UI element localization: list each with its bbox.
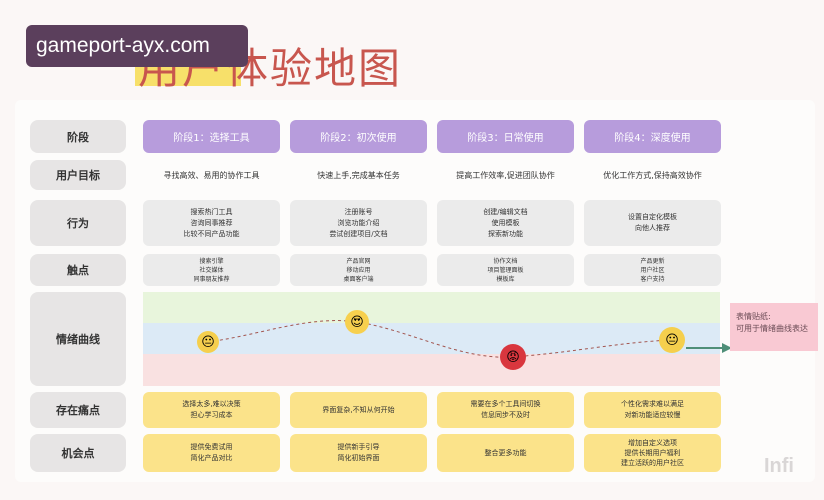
touchpoint-item: 社交媒体 xyxy=(199,266,224,274)
opportunity-item: 提供新手引导 xyxy=(337,443,380,451)
heart-eyes-face-icon: 😍 xyxy=(345,310,369,334)
action-cell: 设置自定化模板 向他人推荐 xyxy=(584,200,721,246)
action-item: 使用模板 xyxy=(491,218,520,227)
row-label-touchpoint: 触点 xyxy=(30,254,126,286)
touchpoint-item: 同事朋友推荐 xyxy=(193,275,230,283)
opportunity-item: 简化产品对比 xyxy=(190,454,233,462)
pain-item: 担心学习成本 xyxy=(190,411,233,419)
action-item: 设置自定化模板 xyxy=(628,213,677,221)
opportunity-item: 提供长期用户福利 xyxy=(624,449,681,457)
stage-header: 阶段2：初次使用 xyxy=(290,120,427,153)
arrow-head xyxy=(722,343,732,353)
sticky-note: 表情贴纸: 可用于情绪曲线表达 xyxy=(730,303,818,351)
pain-cell: 界面复杂,不知从何开始 xyxy=(290,392,427,428)
row-label-emotion: 情绪曲线 xyxy=(30,292,126,386)
touchpoint-item: 协作文档 xyxy=(493,257,518,265)
touchpoint-cell: 产品官网 移动应用 桌面客户端 xyxy=(290,254,427,286)
pain-item: 选择太多,难以决策 xyxy=(182,400,241,408)
touchpoint-item: 项目管理面板 xyxy=(487,266,524,274)
touchpoint-cell: 搜索引擎 社交媒体 同事朋友推荐 xyxy=(143,254,280,286)
opportunity-item: 整合更多功能 xyxy=(484,448,527,457)
action-item: 注册账号 xyxy=(344,207,373,216)
pain-item: 界面复杂,不知从何开始 xyxy=(322,405,395,414)
row-label-action: 行为 xyxy=(30,200,126,246)
goal-text: 寻找高效、易用的协作工具 xyxy=(163,170,260,180)
opportunity-item: 建立活跃的用户社区 xyxy=(621,459,684,467)
emotion-band-neutral xyxy=(143,323,720,354)
action-item: 尝试创建项目/文档 xyxy=(329,229,388,238)
emotion-curve-line xyxy=(207,320,673,358)
touchpoint-item: 产品官网 xyxy=(346,257,371,265)
neutral-face-icon: 😐 xyxy=(197,331,219,353)
action-item: 创建/编辑文档 xyxy=(483,207,528,216)
action-item: 搜索热门工具 xyxy=(190,207,233,216)
watermark: gameport-ayx.com xyxy=(26,25,248,67)
goal-text: 提高工作效率,促进团队协作 xyxy=(456,170,555,180)
pain-cell: 需要在多个工具间切换 信息同步不及时 xyxy=(437,392,574,428)
stage-header: 阶段4：深度使用 xyxy=(584,120,721,153)
touchpoint-item: 移动应用 xyxy=(346,266,371,274)
touchpoint-item: 客户支持 xyxy=(640,275,665,283)
stage-header: 阶段1：选择工具 xyxy=(143,120,280,153)
touchpoint-item: 搜索引擎 xyxy=(199,257,224,265)
opportunity-cell: 提供新手引导 简化初始界面 xyxy=(290,434,427,472)
sticky-note-body: 可用于情绪曲线表达 xyxy=(736,324,808,333)
opportunity-item: 简化初始界面 xyxy=(337,454,380,462)
opportunity-cell: 增加自定义选项 提供长期用户福利 建立活跃的用户社区 xyxy=(584,434,721,472)
pain-item: 对新功能适应较慢 xyxy=(624,411,681,419)
stage-header: 阶段3：日常使用 xyxy=(437,120,574,153)
pain-item: 需要在多个工具间切换 xyxy=(470,400,541,408)
opportunity-item: 增加自定义选项 xyxy=(628,439,677,447)
pain-cell: 选择太多,难以决策 担心学习成本 xyxy=(143,392,280,428)
pain-item: 信息同步不及时 xyxy=(481,411,530,419)
goal-text: 快速上手,完成基本任务 xyxy=(317,170,400,180)
emotion-band-positive xyxy=(143,292,720,323)
action-item: 咨询同事推荐 xyxy=(190,218,233,227)
touchpoint-item: 用户社区 xyxy=(640,266,665,274)
touchpoint-item: 桌面客户端 xyxy=(343,275,374,283)
sticky-note-title: 表情贴纸: xyxy=(736,312,771,321)
pain-cell: 个性化需求难以满足 对新功能适应较慢 xyxy=(584,392,721,428)
action-cell: 搜索热门工具 咨询同事推荐 比较不同产品功能 xyxy=(143,200,280,246)
action-item: 探索新功能 xyxy=(488,229,523,238)
row-label-stage: 阶段 xyxy=(30,120,126,153)
action-cell: 创建/编辑文档 使用模板 探索新功能 xyxy=(437,200,574,246)
neutral-face-icon: 😐 xyxy=(659,327,685,353)
opportunity-cell: 整合更多功能 xyxy=(437,434,574,472)
opportunity-cell: 提供免费试用 简化产品对比 xyxy=(143,434,280,472)
touchpoint-item: 模板库 xyxy=(496,275,515,283)
row-label-opportunity: 机会点 xyxy=(30,434,126,472)
action-item: 浏览功能介绍 xyxy=(337,218,380,227)
goal-text: 优化工作方式,保持高效协作 xyxy=(603,170,702,180)
angry-face-icon: 😡 xyxy=(500,344,526,370)
action-item: 向他人推荐 xyxy=(635,224,670,232)
touchpoint-cell: 协作文档 项目管理面板 模板库 xyxy=(437,254,574,286)
brand-logo: Infi xyxy=(764,455,794,477)
touchpoint-cell: 产品更新 用户社区 客户支持 xyxy=(584,254,721,286)
action-cell: 注册账号 浏览功能介绍 尝试创建项目/文档 xyxy=(290,200,427,246)
row-label-goal: 用户目标 xyxy=(30,160,126,190)
emotion-band-negative xyxy=(143,354,720,386)
touchpoint-item: 产品更新 xyxy=(640,257,665,265)
action-item: 比较不同产品功能 xyxy=(183,229,240,238)
row-label-pain: 存在痛点 xyxy=(30,392,126,428)
opportunity-item: 提供免费试用 xyxy=(190,443,233,451)
pain-item: 个性化需求难以满足 xyxy=(621,400,684,408)
